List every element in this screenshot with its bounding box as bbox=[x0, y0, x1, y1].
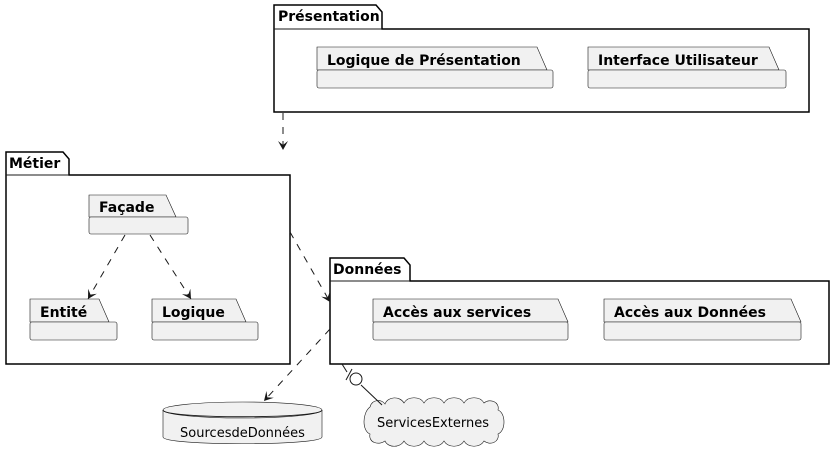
subpackage-interface-utilisateur: Interface Utilisateur bbox=[587, 46, 787, 89]
subpackage-body bbox=[603, 321, 802, 341]
subpackage-label: Accès aux Données bbox=[614, 305, 766, 321]
database-label: SourcesdeDonnées bbox=[180, 426, 305, 441]
subpackage-label: Logique de Présentation bbox=[327, 53, 521, 69]
subpackage-acces-donnees: Accès aux Données bbox=[603, 298, 802, 341]
package-title: Présentation bbox=[278, 9, 380, 25]
interface-line-to-cloud bbox=[360, 384, 383, 406]
package-title: Données bbox=[333, 262, 402, 278]
subpackage-label: Accès aux services bbox=[383, 305, 531, 321]
database-node: SourcesdeDonnées bbox=[162, 401, 323, 445]
connectors bbox=[87, 113, 383, 406]
package-title: Métier bbox=[9, 156, 60, 172]
database-top bbox=[162, 401, 323, 419]
subpackage-label: Façade bbox=[99, 200, 154, 216]
database-rim bbox=[162, 409, 323, 418]
subpackage-body bbox=[587, 69, 787, 89]
subpackage-tab bbox=[372, 298, 569, 323]
subpackage-logique-presentation: Logique de Présentation bbox=[316, 46, 554, 89]
subpackage-label: Interface Utilisateur bbox=[598, 53, 758, 69]
subpackage-body bbox=[151, 321, 259, 341]
subpackage-acces-services: Accès aux services bbox=[372, 298, 569, 341]
subpackage-label: Logique bbox=[162, 305, 225, 321]
subpackage-facade: Façade bbox=[88, 194, 189, 235]
arrow-donnees-to-database bbox=[263, 328, 331, 402]
subpackage-entite: Entité bbox=[29, 298, 118, 341]
subpackage-label: Entité bbox=[40, 305, 87, 321]
subpackage-body bbox=[316, 69, 554, 89]
arrow-facade-to-entite bbox=[87, 234, 126, 300]
package-presentation: Présentation Logique de Présentation Int… bbox=[273, 4, 810, 113]
interface-line bbox=[341, 363, 348, 373]
cloud-label: ServicesExternes bbox=[377, 416, 489, 431]
interface-lollipop bbox=[349, 372, 363, 386]
cloud-node: ServicesExternes bbox=[363, 397, 505, 447]
arrow-metier-to-donnees bbox=[289, 231, 331, 303]
package-donnees: Données Accès aux services Accès aux Don… bbox=[329, 257, 830, 365]
subpackage-body bbox=[29, 321, 118, 341]
subpackage-body bbox=[88, 216, 189, 235]
subpackage-body bbox=[372, 321, 569, 341]
cloud-shape bbox=[363, 397, 505, 447]
interface-socket-bar bbox=[345, 368, 353, 381]
subpackage-tab bbox=[603, 298, 802, 323]
package-metier: Métier Façade Entité Logique bbox=[5, 151, 291, 365]
database-body bbox=[162, 410, 323, 445]
subpackage-logique: Logique bbox=[151, 298, 259, 341]
